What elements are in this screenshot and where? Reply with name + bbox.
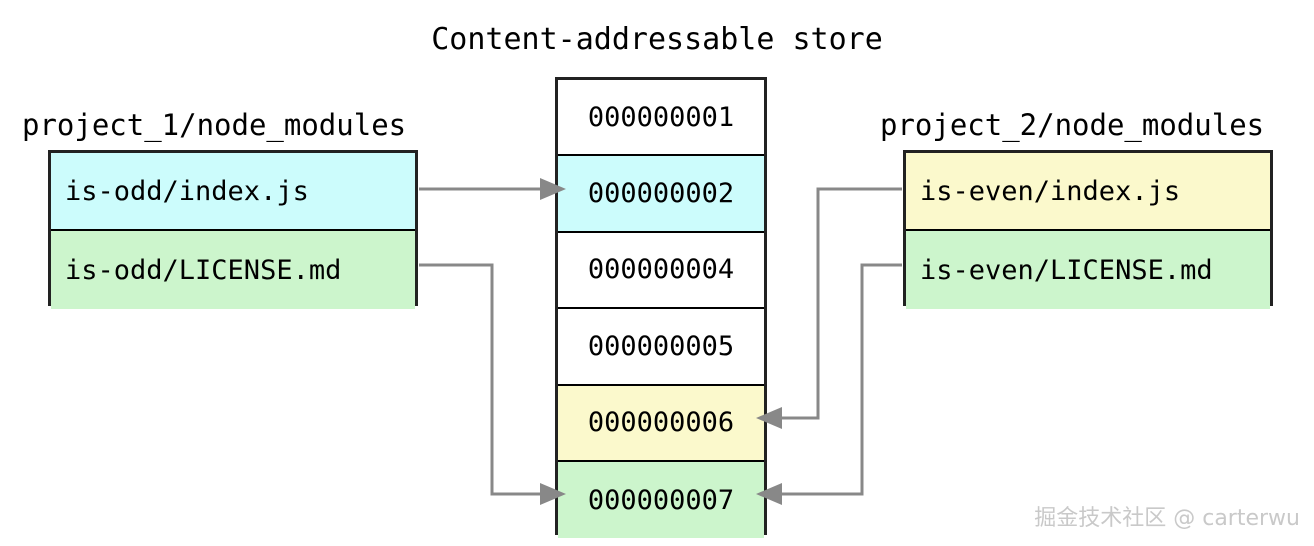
content-addressable-store: 000000001 000000002 000000004 000000005 … [555,77,767,539]
left-project-label: project_1/node_modules [22,108,407,142]
store-cell[interactable]: 000000001 [558,80,764,157]
link-is-even-index-to-000000006 [756,187,902,429]
page-title: Content-addressable store [431,22,883,57]
store-cell[interactable]: 000000007 [558,461,764,539]
link-is-odd-index-to-000000002 [419,178,566,200]
right-file-label-1: is-even/LICENSE.md [920,254,1213,286]
list-item[interactable]: is-odd/LICENSE.md [51,231,415,309]
right-project-label: project_2/node_modules [880,108,1265,142]
right-file-label-0: is-even/index.js [920,175,1181,207]
store-cell-hash-4: 000000006 [587,407,735,439]
left-file-label-0: is-odd/index.js [65,175,309,207]
list-item[interactable]: is-even/index.js [906,153,1270,231]
list-item[interactable]: is-odd/index.js [51,153,415,231]
store-cell-hash-2: 000000004 [587,254,735,286]
left-file-label-1: is-odd/LICENSE.md [65,254,342,286]
store-cell[interactable]: 000000005 [558,309,764,386]
left-project-stack: is-odd/index.js is-odd/LICENSE.md [48,150,418,309]
store-cell[interactable]: 000000002 [558,156,764,233]
store-cell-hash-3: 000000005 [587,330,735,362]
link-is-even-license-to-000000007 [756,263,902,505]
store-cell-hash-5: 000000007 [587,484,735,516]
store-cell-hash-0: 000000001 [587,101,735,133]
right-project-stack: is-even/index.js is-even/LICENSE.md [903,150,1273,309]
store-cell[interactable]: 000000004 [558,232,764,310]
store-cell-hash-1: 000000002 [587,178,735,210]
link-is-odd-license-to-000000007 [419,263,566,505]
list-item[interactable]: is-even/LICENSE.md [906,231,1270,309]
watermark: 掘金技术社区 @ carterwu [1034,506,1300,531]
store-cell[interactable]: 000000006 [558,385,764,462]
